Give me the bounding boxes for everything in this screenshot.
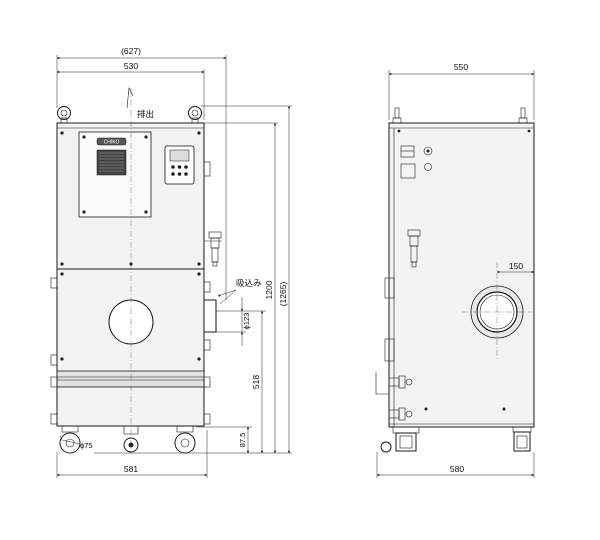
intake-label: 吸込み xyxy=(236,278,262,288)
front-caster-left xyxy=(59,425,81,454)
exhaust-label: 排出 xyxy=(137,109,154,119)
logo-badge xyxy=(96,137,127,146)
controller xyxy=(164,145,195,185)
dim-side-top-width: 550 xyxy=(454,62,468,72)
side-caster-left xyxy=(380,426,420,453)
front-regulator xyxy=(204,231,222,267)
side-eye-bolt-right xyxy=(518,107,528,124)
side-body xyxy=(388,122,535,428)
dim-body-height: 1200 xyxy=(264,280,274,299)
side-regulator xyxy=(407,229,421,268)
dim-intake-offset: 150 xyxy=(509,261,523,271)
dim-front-overall-width: (627) xyxy=(121,46,141,56)
dim-front-bottom-width: 581 xyxy=(124,464,138,474)
dim-front-top-width: 530 xyxy=(124,61,138,71)
front-caster-right xyxy=(174,425,196,454)
dim-bottom-height: 87.5 xyxy=(238,433,247,448)
panel-screws xyxy=(60,131,201,266)
left-lifting-eye xyxy=(57,106,71,125)
front-view: CHIKO xyxy=(50,106,222,454)
side-eye-bolt-left xyxy=(392,107,402,124)
exhaust-arrow xyxy=(126,86,134,109)
side-caster-right xyxy=(512,426,532,452)
speaker-grille xyxy=(96,149,127,176)
right-lifting-eye xyxy=(188,106,202,125)
side-valves xyxy=(375,372,413,421)
front-lower-body xyxy=(56,268,205,427)
dim-overall-height: (1265) xyxy=(278,282,288,307)
dim-intake-height: 518 xyxy=(251,375,261,389)
caster-diameter-label: ϕ75 xyxy=(80,441,93,450)
dim-intake-diameter: ϕ123 xyxy=(242,313,251,330)
side-view xyxy=(375,107,535,453)
dim-side-bottom-width: 580 xyxy=(450,464,464,474)
logo-text: CHIKO xyxy=(104,140,120,146)
